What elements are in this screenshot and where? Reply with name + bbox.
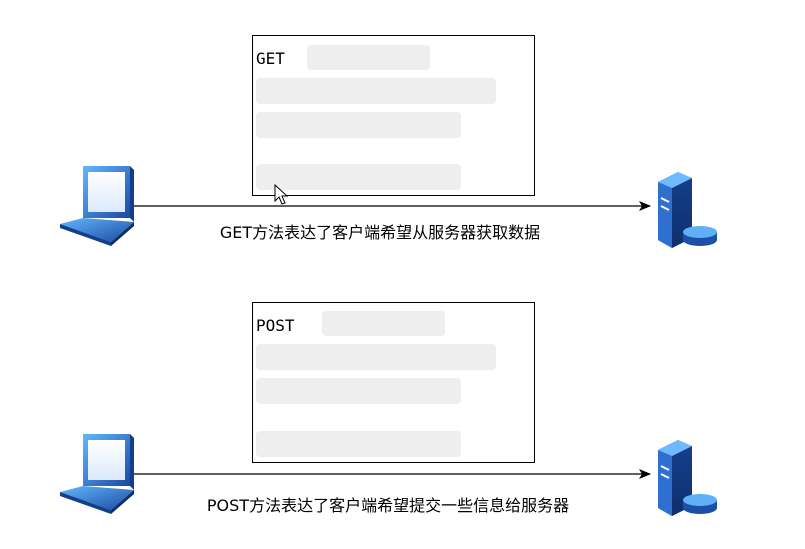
post-method-label: POST	[256, 316, 295, 335]
post-body-placeholder	[256, 431, 461, 457]
get-caption: GET方法表达了客户端希望从服务器获取数据	[220, 223, 540, 242]
get-section: GET GET方法表达了客户端希望从服务器获取数据	[60, 35, 717, 248]
laptop-icon	[60, 166, 134, 246]
mouse-pointer-icon	[274, 183, 289, 205]
post-section: POST POST方法表达了客户端希望提交一些信息给服务器	[60, 302, 717, 516]
get-request-box: GET	[252, 35, 535, 196]
get-line-placeholder-2	[256, 112, 461, 138]
post-line-placeholder-1	[256, 344, 496, 370]
get-body-placeholder	[256, 164, 461, 190]
post-line-placeholder-2	[256, 378, 461, 404]
post-caption: POST方法表达了客户端希望提交一些信息给服务器	[207, 496, 569, 515]
server-database-icon	[658, 440, 717, 516]
post-url-placeholder	[322, 311, 445, 336]
laptop-icon	[60, 434, 134, 514]
server-database-icon	[658, 172, 717, 248]
get-method-label: GET	[256, 49, 285, 68]
get-url-placeholder	[307, 45, 430, 70]
post-request-box: POST	[252, 302, 535, 463]
get-line-placeholder-1	[256, 78, 496, 104]
